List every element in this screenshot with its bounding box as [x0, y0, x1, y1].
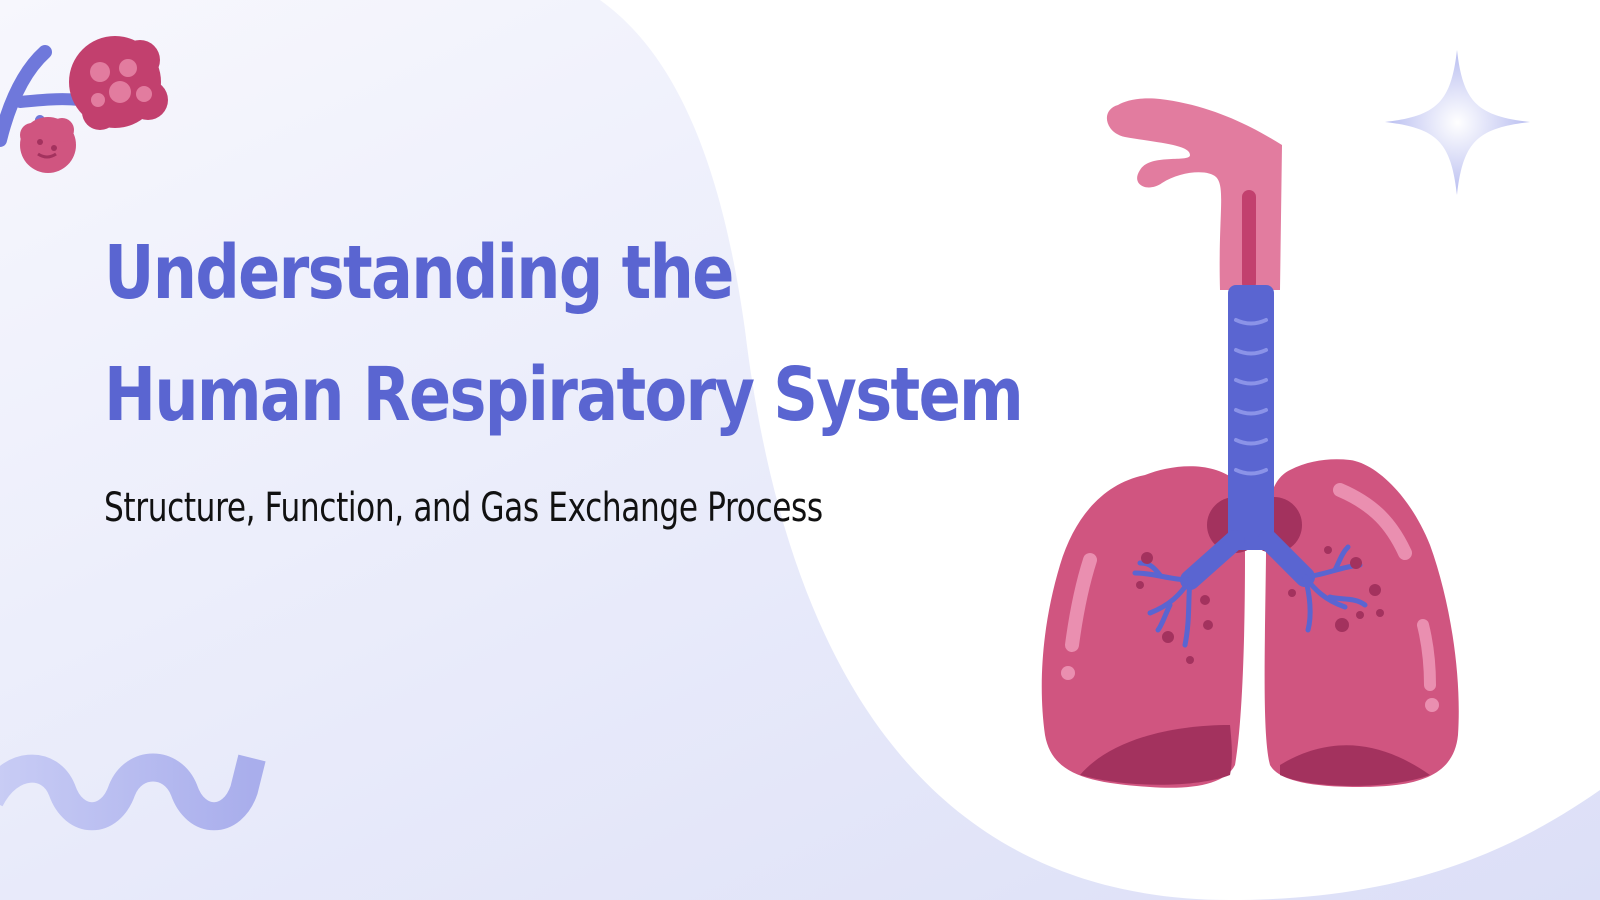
page-title-line-1: Understanding the [104, 230, 734, 316]
lungs-icon [1041, 98, 1459, 788]
page-title-line-2: Human Respiratory System [104, 352, 1024, 438]
title-block: Understanding the Human Respiratory Syst… [104, 212, 1024, 456]
sparkle-icon [1385, 50, 1530, 195]
alveoli-icon [0, 36, 168, 173]
squiggle-decoration [0, 753, 266, 831]
page-subtitle: Structure, Function, and Gas Exchange Pr… [104, 485, 823, 531]
